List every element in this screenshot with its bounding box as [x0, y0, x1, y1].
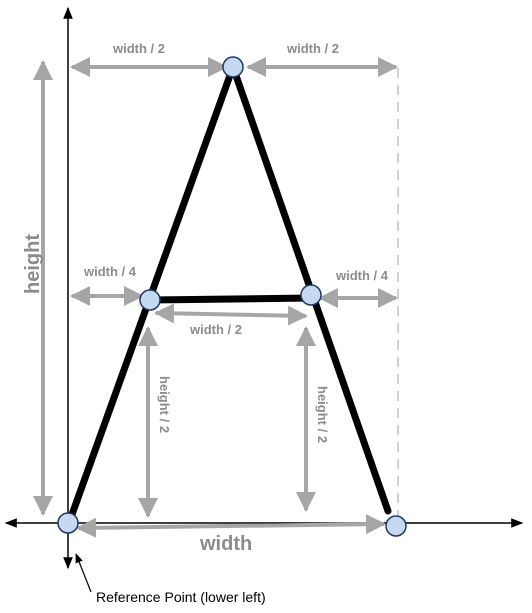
- top-left-width-label: width / 2: [112, 41, 165, 56]
- full-width-label: width: [199, 533, 252, 555]
- dimension-arrows: [33, 57, 398, 538]
- crossbar-right-node: [300, 284, 322, 306]
- full-width-arrow: [76, 514, 386, 538]
- mid-left-width-label: width / 4: [83, 264, 137, 279]
- left-half-height-label: height / 2: [157, 376, 172, 433]
- vertex-nodes: [57, 56, 407, 537]
- mid-right-width-label: width / 4: [335, 268, 389, 283]
- crossbar: [146, 294, 315, 304]
- crossbar-width-arrow: [154, 303, 308, 326]
- crossbar-left-node: [139, 289, 161, 311]
- reference-point-label: Reference Point (lower left): [96, 589, 266, 605]
- right-half-height-label: height / 2: [315, 386, 330, 443]
- reference-point-node: [57, 512, 79, 534]
- top-right-width-label: width / 2: [286, 41, 339, 56]
- full-height-label: height: [22, 234, 44, 294]
- reference-pointer-line: [75, 553, 92, 593]
- crossbar-width-label: width / 2: [189, 322, 242, 337]
- letter-a-strokes: [66, 63, 392, 524]
- apex-node: [222, 56, 244, 78]
- bottom-right-node: [385, 515, 407, 537]
